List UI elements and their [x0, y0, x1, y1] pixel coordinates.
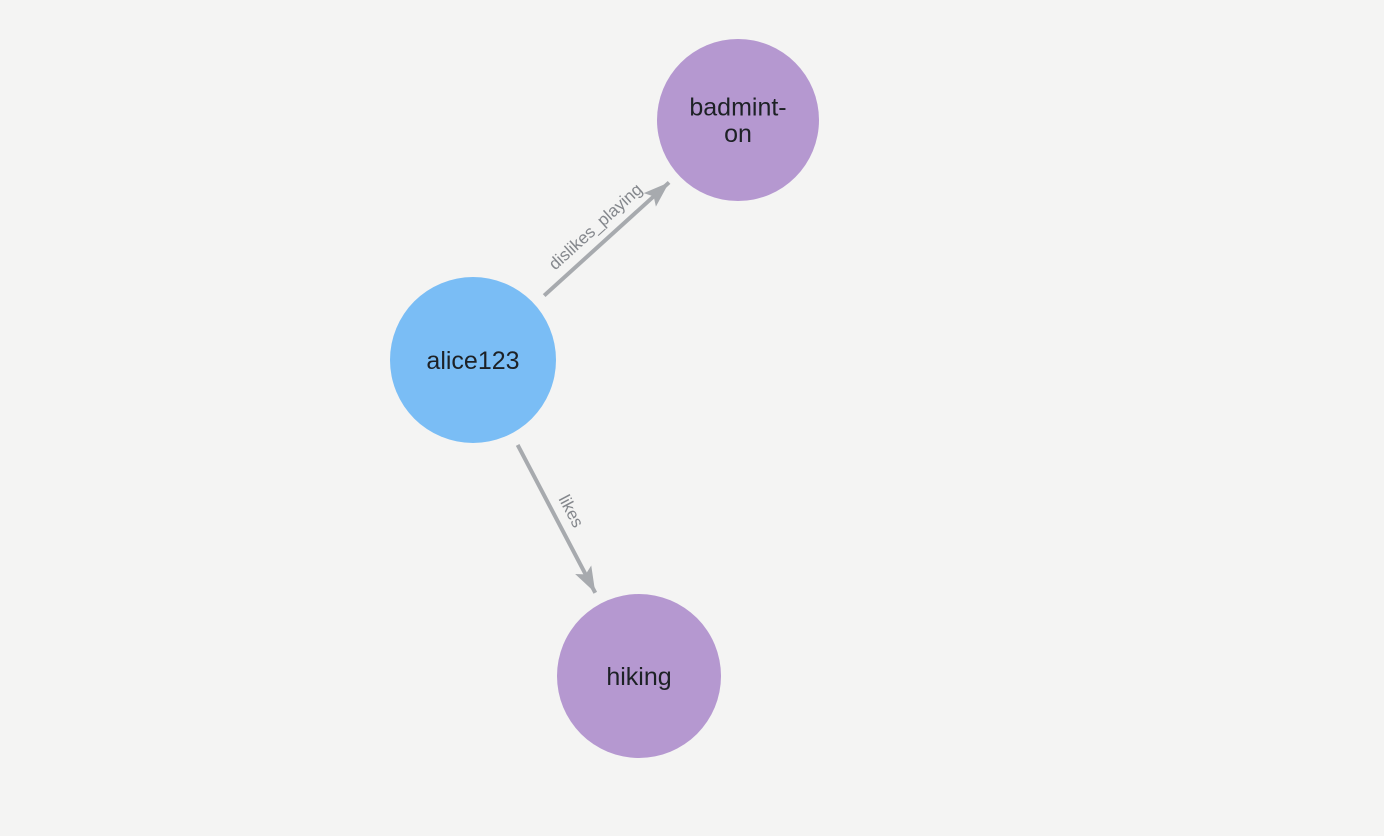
edge-line-alice123-hiking[interactable] [515, 444, 598, 594]
node-circle-alice123[interactable] [390, 277, 556, 443]
graph-node-hiking[interactable]: hiking [557, 594, 721, 758]
node-circle-hiking[interactable] [557, 594, 721, 758]
graph-node-badminton[interactable]: badmint-on [657, 39, 819, 201]
node-circle-badminton[interactable] [657, 39, 819, 201]
graph-node-alice123[interactable]: alice123 [390, 277, 556, 443]
graph-edge-likes: likes [515, 444, 598, 594]
graph-edge-dislikes_playing: dislikes_playing [542, 180, 671, 298]
edge-line-alice123-badminton[interactable] [542, 180, 671, 298]
edge-label-dislikes_playing: dislikes_playing [545, 180, 646, 274]
